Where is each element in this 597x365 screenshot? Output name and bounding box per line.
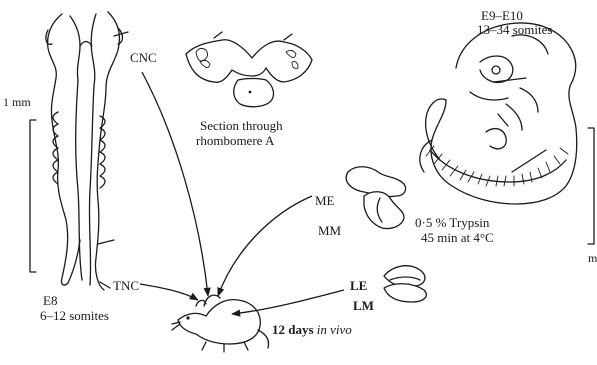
label-section-line1: Section through <box>200 118 283 133</box>
label-lm: LM <box>353 298 374 313</box>
label-e9-stage: E9–E10 <box>481 8 523 23</box>
e9-embryo-drawing <box>420 23 577 204</box>
host-mouse-drawing <box>172 295 269 352</box>
label-days-italic: in vivo <box>317 322 353 337</box>
label-days-prefix: 12 days <box>272 322 317 337</box>
rhombomere-section-drawing <box>186 32 312 107</box>
scale-label-1mm: 1 mm <box>3 95 31 109</box>
label-tnc: TNC <box>113 278 139 293</box>
label-cnc: CNC <box>130 50 157 65</box>
label-trypsin-line1: 0·5 % Trypsin <box>415 215 490 230</box>
label-trypsin-line2: 45 min at 4°C <box>421 230 494 245</box>
label-le: LE <box>350 278 367 293</box>
label-scale-cut: m <box>588 251 597 265</box>
mandibular-explants-drawing <box>346 167 405 229</box>
label-e8-somites: 6–12 somites <box>40 308 109 323</box>
label-e8: E8 <box>43 293 57 308</box>
scale-bracket-1mm <box>30 120 36 272</box>
arrow-me-to-mouse <box>218 196 312 296</box>
arrow-cnc-to-mouse <box>142 72 208 296</box>
label-me: ME <box>315 193 335 208</box>
arrow-le-to-mouse <box>232 290 344 314</box>
label-e9-somites: 13–34 somites <box>477 22 552 37</box>
scale-bracket-right <box>588 128 594 244</box>
arrow-tnc-to-mouse <box>140 284 198 300</box>
transplant-arrows <box>140 72 344 314</box>
label-section-line2: rhombomere A <box>196 133 275 148</box>
label-days: 12 days in vivo <box>272 322 352 337</box>
label-mm: MM <box>318 223 342 238</box>
e8-embryo-drawing <box>46 12 128 290</box>
limb-explants-drawing <box>384 266 426 302</box>
